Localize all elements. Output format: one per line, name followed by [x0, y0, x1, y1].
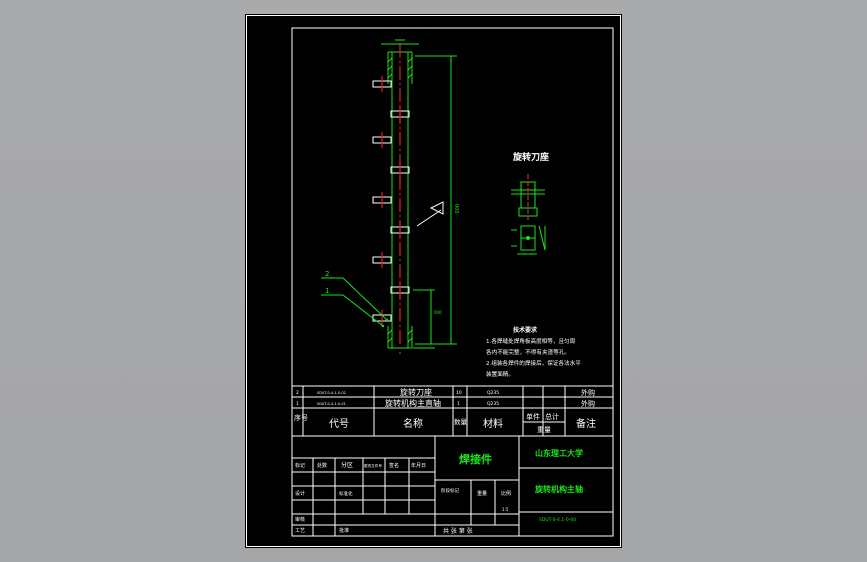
small-dim-text: 000 — [434, 310, 442, 315]
title-block — [292, 436, 613, 536]
bom-header-total: 总计 — [545, 412, 559, 421]
drawing-viewport[interactable]: 000 000 2 1 旋转刀座 — [245, 14, 622, 548]
main-dim-text: 000 — [453, 204, 459, 214]
tb-date: 年月日 — [411, 462, 426, 469]
tb-zone: 分区 — [341, 461, 353, 469]
tech-req-line-4: 装置面精。 — [486, 370, 514, 378]
bom-header-name: 名称 — [403, 417, 423, 430]
bom-row-2-qty: 10 — [456, 390, 462, 396]
stage-mark-label: 阶段标记 — [441, 487, 459, 494]
bom-header-weight: 重量 — [537, 426, 551, 434]
bom-header-note: 备注 — [576, 417, 596, 430]
weld-symbol — [416, 201, 444, 227]
bom-header-no: 序号 — [294, 413, 308, 422]
bom-row-1-name: 旋转机构主直轴 — [385, 398, 441, 408]
scale-value: 1:5 — [502, 507, 509, 512]
detail-view-title: 旋转刀座 — [512, 151, 549, 163]
sheet-count: 共 张 第 张 — [443, 527, 473, 535]
tech-req-line-1: 1.各焊缝处焊角板高度相等，且匀周 — [486, 337, 575, 345]
main-shaft — [381, 39, 419, 354]
bom-row-1-material: Q235 — [487, 401, 499, 407]
bom-row-1-code: SDUT-0-4.1-0-01 — [317, 402, 346, 406]
drawing-number: SDUT-0-4.1-0-00 — [539, 517, 576, 523]
leader-lines — [321, 277, 389, 328]
tb-check: 审核 — [295, 516, 305, 523]
bom-header-code: 代号 — [329, 418, 349, 430]
main-dimension: 000 000 — [413, 55, 459, 349]
bom-row-2-code: SDUT-0-4.1-0-02 — [317, 391, 346, 395]
tb-mark: 标记 — [295, 462, 305, 469]
university-name: 山东理工大学 — [535, 448, 583, 458]
tb-std: 标准化 — [339, 490, 353, 497]
part-type: 焊接件 — [459, 452, 492, 466]
bom-table — [292, 385, 613, 437]
knife-seats — [372, 76, 410, 326]
tech-req-line-3: 2.组装各焊件的焊接后，保证各法水平 — [486, 359, 581, 367]
tb-designer: 设计 — [295, 490, 305, 497]
detail-view: 旋转刀座 — [511, 151, 549, 255]
bom-header-unit: 单件 — [526, 412, 540, 421]
outer-frame — [246, 15, 621, 547]
weight-label: 重量 — [477, 490, 487, 497]
bom-row-2-note: 外购 — [581, 388, 595, 397]
bom-header-material: 材料 — [483, 417, 503, 430]
tb-count: 处数 — [317, 462, 327, 469]
tb-process: 工艺 — [295, 528, 305, 534]
tb-change-doc: 更改文件号 — [364, 463, 382, 468]
balloon-1: 1 — [325, 287, 329, 295]
bom-row-2-material: Q235 — [487, 390, 499, 396]
bom-header-qty: 数量 — [454, 417, 468, 426]
balloon-2: 2 — [325, 270, 329, 278]
technical-requirements: 技术要求 1.各焊缝处焊角板高度相等，且匀周 各内不能完整，不得有夹渣等孔。 2… — [486, 326, 581, 378]
tb-approve: 批准 — [339, 527, 349, 534]
tech-req-line-2: 各内不能完整，不得有夹渣等孔。 — [486, 348, 570, 356]
ratio-label: 比例 — [501, 490, 511, 497]
inner-frame — [291, 27, 614, 537]
bom-row-1-no: 1 — [296, 401, 299, 407]
drawing-name: 旋转机构主轴 — [534, 484, 583, 494]
drawing-canvas[interactable]: 000 000 2 1 旋转刀座 — [245, 14, 622, 548]
tb-sign: 签名 — [389, 462, 399, 469]
bom-row-1-note: 外购 — [581, 399, 595, 408]
tech-req-title: 技术要求 — [513, 326, 538, 334]
bom-row-1-qty: 1 — [457, 401, 460, 407]
bom-row-2-no: 2 — [296, 390, 299, 396]
bom-row-2-name: 旋转刀座 — [400, 387, 432, 397]
